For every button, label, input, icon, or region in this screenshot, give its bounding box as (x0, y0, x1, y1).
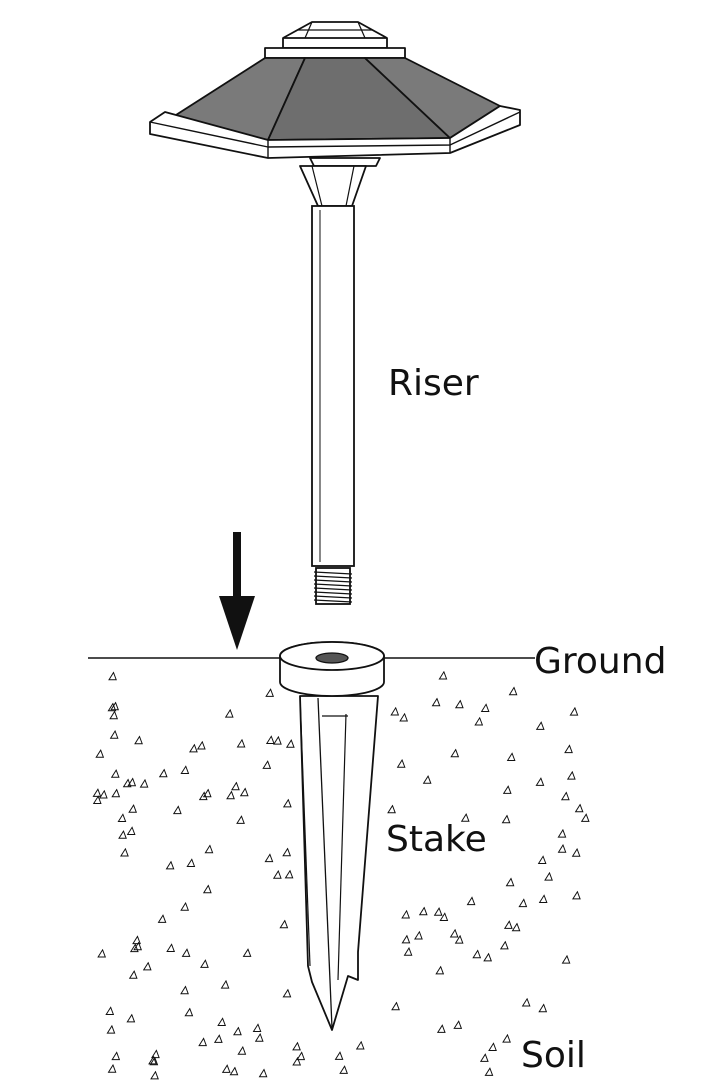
stake-label: Stake (386, 819, 487, 860)
riser-label: Riser (388, 363, 479, 404)
ground-label: Ground (534, 641, 667, 682)
down-arrow (219, 532, 255, 650)
soil-label: Soil (521, 1035, 586, 1076)
stake-socket (315, 652, 349, 664)
finial-base (264, 47, 406, 59)
shade-collar (309, 157, 381, 167)
riser-pipe (311, 205, 355, 605)
lamp-head (149, 21, 521, 207)
stake (279, 641, 385, 1031)
housing (299, 165, 367, 207)
finial-cap (282, 21, 388, 49)
stake-body (299, 695, 379, 1031)
